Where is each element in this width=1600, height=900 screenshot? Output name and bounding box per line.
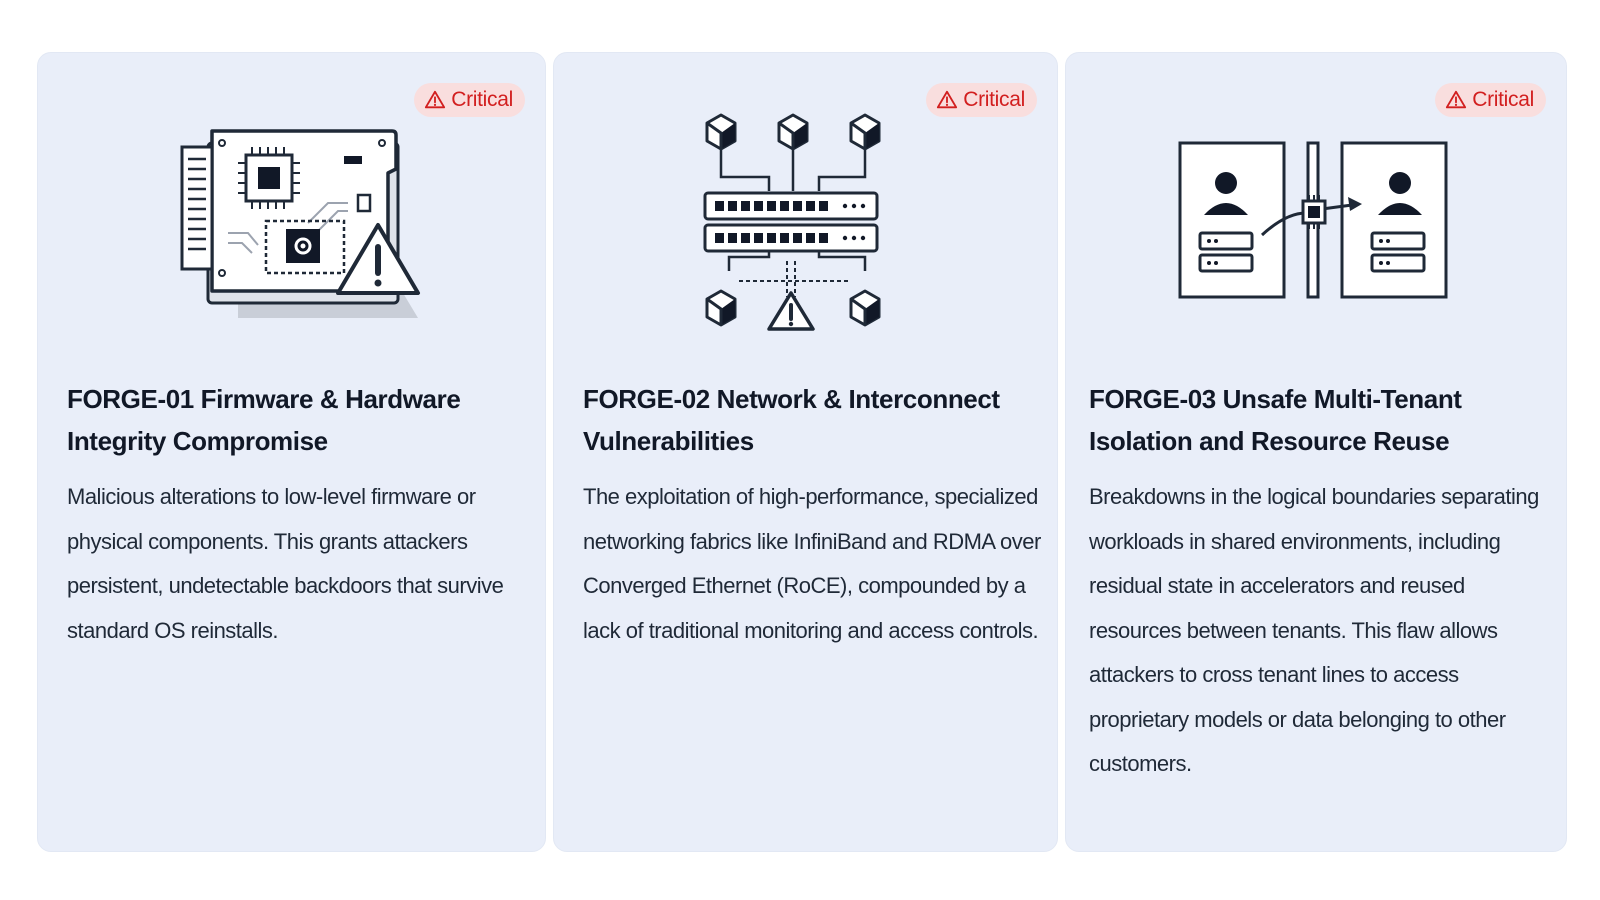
risk-card-forge-01[interactable]: Critical [37,52,546,852]
tenant-isolation-icon [1178,141,1448,299]
card-title: FORGE-01 Firmware & Hardware Integrity C… [67,384,461,456]
severity-badge: Critical [926,83,1037,117]
circuit-board-icon [180,129,420,318]
severity-badge: Critical [414,83,525,117]
network-switch-icon [703,113,881,331]
risk-card-forge-03[interactable]: Critical [1065,52,1567,852]
risk-cards: Critical [37,52,1567,852]
card-title: FORGE-03 Unsafe Multi-Tenant Isolation a… [1089,384,1462,456]
badge-label: Critical [451,88,513,111]
warning-icon [425,90,446,109]
card-description: Breakdowns in the logical boundaries sep… [1089,484,1539,776]
warning-icon [1446,90,1467,109]
risk-card-forge-02[interactable]: Critical [553,52,1058,852]
card-description: The exploitation of high-performance, sp… [583,484,1041,643]
warning-icon [937,90,958,109]
card-description: Malicious alterations to low-level firmw… [67,484,504,643]
badge-label: Critical [963,88,1025,111]
card-title: FORGE-02 Network & Interconnect Vulnerab… [583,384,1000,456]
severity-badge: Critical [1435,83,1546,117]
badge-label: Critical [1472,88,1534,111]
